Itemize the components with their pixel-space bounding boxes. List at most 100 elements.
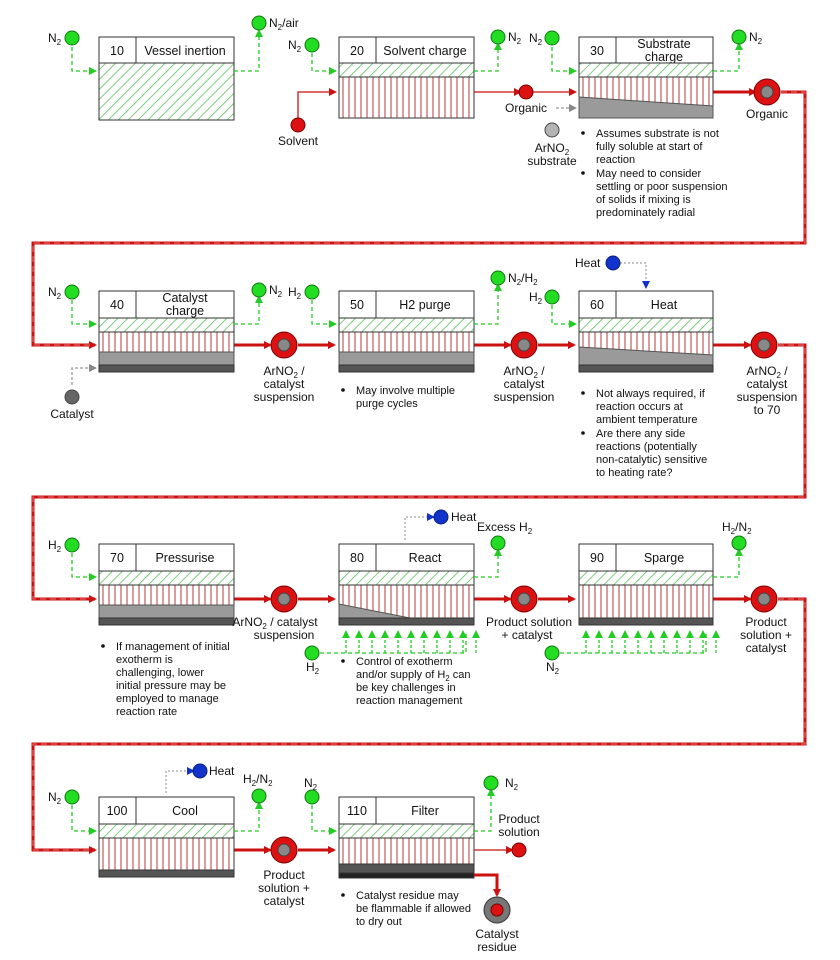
svg-text:If management of initial: If management of initial <box>116 641 230 653</box>
label-transfer-90-c: catalyst <box>746 641 787 655</box>
catalyst-node <box>64 389 80 405</box>
transfer-node-30 <box>753 78 781 106</box>
label-transfer-60-c: suspension <box>737 390 798 404</box>
label-transfer-40-c: suspension <box>254 390 315 404</box>
heat-node-100 <box>192 763 208 779</box>
notes-110: Catalyst residue may be flammable if all… <box>341 890 471 928</box>
step-50-vessel: 50 H2 purge <box>338 290 475 373</box>
n2-out-node-20 <box>490 29 506 45</box>
label-transfer-90-a: Product <box>745 615 787 629</box>
gas-labels: N2 N2/air N2 N2 N2 N2 N2 N2 H2 N2/H2 H2 … <box>48 16 763 806</box>
svg-text:to dry out: to dry out <box>356 916 402 928</box>
transfer-node-60 <box>750 331 778 359</box>
label-transfer-90-b: solution + <box>740 628 792 642</box>
n2-h2-out-node-50 <box>490 270 506 286</box>
n2-in-node-100 <box>64 789 80 805</box>
svg-text:Catalyst residue may: Catalyst residue may <box>356 890 459 902</box>
heat-line-80 <box>404 513 435 540</box>
label-transfer-80-a: Product solution <box>486 615 572 629</box>
label-n2-sparge-90: N2 <box>546 660 560 676</box>
n2-out-node-40 <box>251 282 267 298</box>
label-h2-in-70: H2 <box>48 538 62 554</box>
stream-labels: Solvent Organic ArNO2 substrate Organic … <box>50 101 797 954</box>
transfer-node-80 <box>510 585 538 613</box>
h2-in-node-70 <box>64 537 80 553</box>
step-70-vessel: 70 Pressurise <box>98 543 235 626</box>
step-10-vessel: 10 Vessel inertion <box>98 36 235 121</box>
product-solution-node <box>511 842 527 858</box>
svg-text:fully soluble at start of: fully soluble at start of <box>596 141 703 153</box>
step-40-num: 40 <box>110 298 124 312</box>
h2-n2-out-node-100 <box>251 788 267 804</box>
svg-text:non-catalytic) sensitive: non-catalytic) sensitive <box>596 454 707 466</box>
svg-text:predominately radial: predominately radial <box>596 207 695 219</box>
step-20-title: Solvent charge <box>383 44 466 58</box>
heat-node-60 <box>605 255 621 271</box>
step-50-title: H2 purge <box>399 298 450 312</box>
h2-n2-out-node-90 <box>731 535 747 551</box>
n2-sparge-node-90 <box>544 645 560 661</box>
step-110-num: 110 <box>347 804 367 818</box>
h2-in-node-60 <box>544 289 560 305</box>
svg-text:ambient temperature: ambient temperature <box>596 414 698 426</box>
label-n2-in-10: N2 <box>48 31 62 47</box>
heat-line-100 <box>165 767 195 793</box>
transfer-nodes <box>270 78 781 924</box>
svg-text:May need to consider: May need to consider <box>596 168 702 180</box>
n2-in-node-20 <box>304 37 320 53</box>
catalyst-residue-node <box>483 896 511 924</box>
svg-text:of solids if mixing is: of solids if mixing is <box>596 194 691 206</box>
solid-nodes <box>64 122 560 405</box>
step-50-num: 50 <box>350 298 364 312</box>
step-100-vessel: 100 Cool <box>98 796 235 878</box>
organic-node-20 <box>518 84 534 100</box>
label-organic-20: Organic <box>505 101 547 115</box>
label-product-solution-b: solution <box>498 825 539 839</box>
n2-in-node-110 <box>304 789 320 805</box>
step-10-title: Vessel inertion <box>144 44 225 58</box>
label-h2-in-50: H2 <box>288 285 302 301</box>
transfer-node-70 <box>270 585 298 613</box>
svg-text:Not always required, if: Not always required, if <box>596 388 706 400</box>
label-n2-in-40: N2 <box>48 285 62 301</box>
notes-60: Not always required, if reaction occurs … <box>581 388 707 479</box>
label-product-solution-a: Product <box>498 812 540 826</box>
notes-50: May involve multiple purge cycles <box>341 385 455 410</box>
solvent-feed-line <box>297 88 337 118</box>
sparge-h2-manifold <box>320 632 467 654</box>
step-30-vessel: 30 Substrate charge <box>578 36 714 119</box>
step-30-title-b: charge <box>645 50 683 64</box>
svg-text:Control of exotherm: Control of exotherm <box>356 656 453 668</box>
label-transfer-60-d: to 70 <box>754 403 781 417</box>
gas-lines <box>71 29 743 835</box>
sparge-h2-risers <box>342 630 480 653</box>
sparge-n2-risers <box>582 630 720 653</box>
label-n2-in-110: N2 <box>304 776 318 792</box>
step-90-num: 90 <box>590 551 604 565</box>
gas-nodes <box>64 15 747 805</box>
step-90-vessel: 90 Sparge <box>578 543 714 626</box>
label-heat-60: Heat <box>575 256 601 270</box>
step-70-title: Pressurise <box>155 551 214 565</box>
svg-text:Are there any side: Are there any side <box>596 428 685 440</box>
svg-text:be flammable if allowed: be flammable if allowed <box>356 903 471 915</box>
label-n2-h2-out-50: N2/H2 <box>508 271 538 287</box>
heat-line-60 <box>620 262 650 289</box>
svg-text:challenging, lower: challenging, lower <box>116 667 204 679</box>
transfer-node-100 <box>270 836 298 864</box>
label-catalyst: Catalyst <box>50 407 94 421</box>
label-transfer-70-b: suspension <box>254 628 315 642</box>
label-organic-30: Organic <box>746 107 788 121</box>
sparge-n2-manifold <box>560 632 707 654</box>
label-arno2-a: ArNO2 <box>535 141 570 157</box>
svg-text:to heating rate?: to heating rate? <box>596 467 672 479</box>
notes-30: Assumes substrate is not fully soluble a… <box>581 128 727 219</box>
label-n2-in-30: N2 <box>529 31 543 47</box>
notes-70: If management of initial exotherm is cha… <box>101 641 230 718</box>
label-h2-sparge-80: H2 <box>306 660 320 676</box>
step-80-vessel: 80 React <box>338 543 475 626</box>
heat-labels: Heat Heat Heat <box>209 256 601 778</box>
step-80-title: React <box>409 551 442 565</box>
catalyst-feed-line <box>71 364 97 385</box>
